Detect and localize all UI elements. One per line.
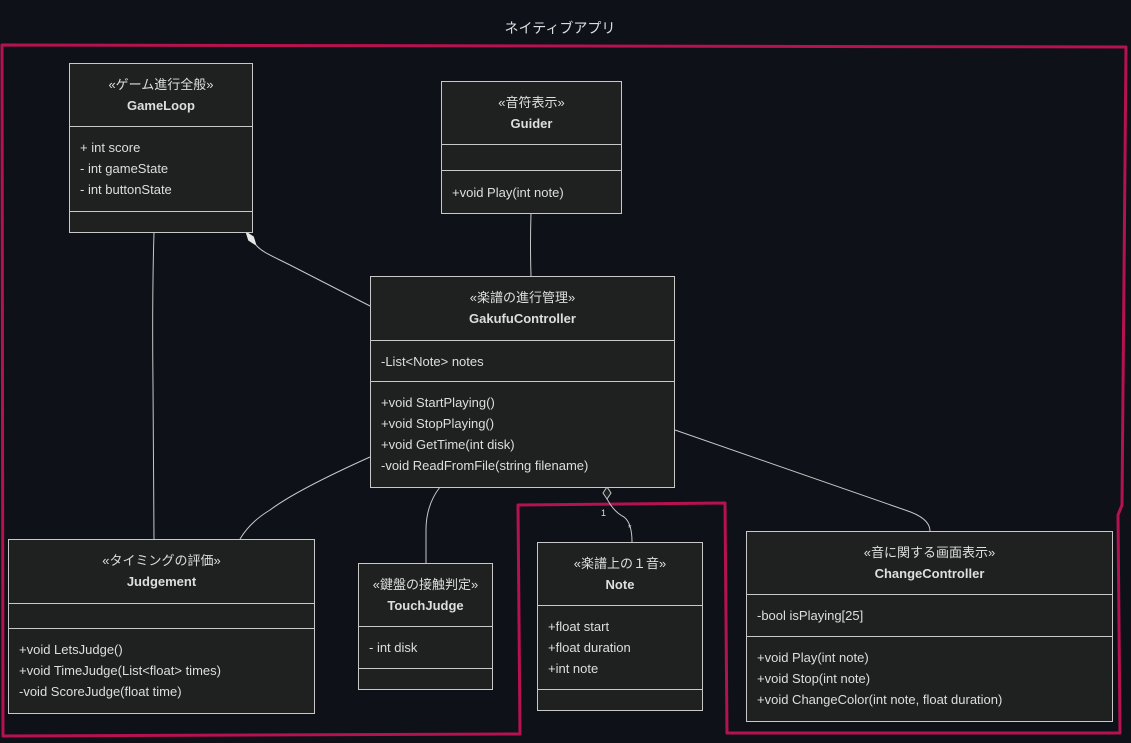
class-name: GameLoop	[127, 98, 195, 113]
aggregation-diamond-icon	[602, 486, 612, 500]
method: +void Play(int note)	[757, 650, 869, 665]
attributes-section: +float start +float duration +int note	[538, 606, 702, 690]
method: +void ChangeColor(int note, float durati…	[757, 692, 1003, 707]
class-touchjudge: «鍵盤の接触判定» TouchJudge - int disk	[358, 563, 493, 690]
class-judgement: «タイミングの評価» Judgement +void LetsJudge() +…	[8, 539, 315, 714]
attribute: - int gameState	[80, 161, 169, 176]
edge-guider-gakufucontroller	[530, 212, 532, 277]
attributes-section	[9, 604, 314, 629]
class-stereotype: «楽譜上の１音»	[573, 556, 667, 571]
class-name: Note	[605, 577, 635, 592]
attributes-section: -List<Note> notes	[371, 341, 674, 382]
class-changecontroller: «音に関する画面表示» ChangeController -bool isPla…	[746, 531, 1113, 722]
attribute: + int score	[80, 140, 141, 155]
class-stereotype: «タイミングの評価»	[102, 553, 221, 568]
edge-gakufucontroller-touchjudge	[425, 486, 441, 563]
attributes-section	[442, 145, 621, 171]
methods-section: +void Play(int note) +void Stop(int note…	[747, 637, 1112, 721]
methods-section: +void Play(int note)	[442, 171, 621, 213]
class-name: ChangeController	[874, 566, 985, 581]
method: -void ScoreJudge(float time)	[19, 684, 182, 699]
class-stereotype: «音に関する画面表示»	[863, 545, 996, 560]
attribute: -bool isPlaying[25]	[757, 608, 864, 623]
attribute: -List<Note> notes	[381, 354, 484, 369]
class-stereotype: «音符表示»	[498, 95, 565, 110]
class-gakufucontroller: «楽譜の進行管理» GakufuController -List<Note> n…	[370, 276, 675, 488]
composition-diamond-icon	[245, 231, 257, 246]
class-note: «楽譜上の１音» Note +float start +float durati…	[537, 542, 703, 711]
class-header: «楽譜上の１音» Note	[538, 543, 702, 606]
attributes-section: + int score - int gameState - int button…	[70, 127, 252, 212]
class-name: GakufuController	[469, 311, 576, 326]
methods-section: +void LetsJudge() +void TimeJudge(List<f…	[9, 629, 314, 713]
edge-gameloop-judgement	[152, 231, 155, 540]
class-stereotype: «ゲーム進行全般»	[108, 77, 214, 92]
edge-gakufucontroller-note	[606, 498, 633, 543]
class-name: Judgement	[126, 574, 197, 589]
edge-gakufucontroller-changecontroller	[674, 429, 931, 532]
class-header: «楽譜の進行管理» GakufuController	[371, 277, 674, 341]
class-name: TouchJudge	[387, 598, 464, 613]
attribute: +float start	[548, 619, 610, 634]
methods-section	[538, 690, 702, 710]
method: +void StopPlaying()	[381, 416, 495, 431]
class-stereotype: «鍵盤の接触判定»	[372, 577, 479, 592]
attribute: - int buttonState	[80, 182, 172, 197]
multiplicity-source-label: 1	[601, 508, 606, 518]
edge-gameloop-gakufucontroller	[255, 244, 371, 307]
method: +void TimeJudge(List<float> times)	[19, 663, 221, 678]
methods-section	[70, 212, 252, 232]
attributes-section: - int disk	[359, 627, 492, 669]
methods-section: +void StartPlaying() +void StopPlaying()…	[371, 382, 674, 487]
class-header: «タイミングの評価» Judgement	[9, 540, 314, 604]
edge-gakufucontroller-judgement	[239, 456, 371, 540]
attribute: +int note	[548, 661, 599, 676]
class-stereotype: «楽譜の進行管理»	[469, 290, 576, 305]
method: +void Stop(int note)	[757, 671, 871, 686]
method: -void ReadFromFile(string filename)	[381, 458, 589, 473]
method: +void StartPlaying()	[381, 395, 495, 410]
class-header: «鍵盤の接触判定» TouchJudge	[359, 564, 492, 627]
attribute: +float duration	[548, 640, 631, 655]
class-guider: «音符表示» Guider +void Play(int note)	[441, 81, 622, 214]
namespace-boundary	[0, 43, 1128, 738]
class-header: «音符表示» Guider	[442, 82, 621, 145]
class-header: «音に関する画面表示» ChangeController	[747, 532, 1112, 595]
method: +void LetsJudge()	[19, 642, 123, 657]
methods-section	[359, 669, 492, 689]
attribute: - int disk	[369, 640, 418, 655]
class-header: «ゲーム進行全般» GameLoop	[70, 64, 252, 127]
class-gameloop: «ゲーム進行全般» GameLoop + int score - int gam…	[69, 63, 253, 233]
attributes-section: -bool isPlaying[25]	[747, 595, 1112, 637]
method: +void GetTime(int disk)	[381, 437, 515, 452]
namespace-title: ネイティブアプリ	[504, 20, 616, 36]
multiplicity-target-label: *	[628, 523, 632, 533]
class-name: Guider	[510, 116, 553, 131]
method: +void Play(int note)	[452, 185, 564, 200]
